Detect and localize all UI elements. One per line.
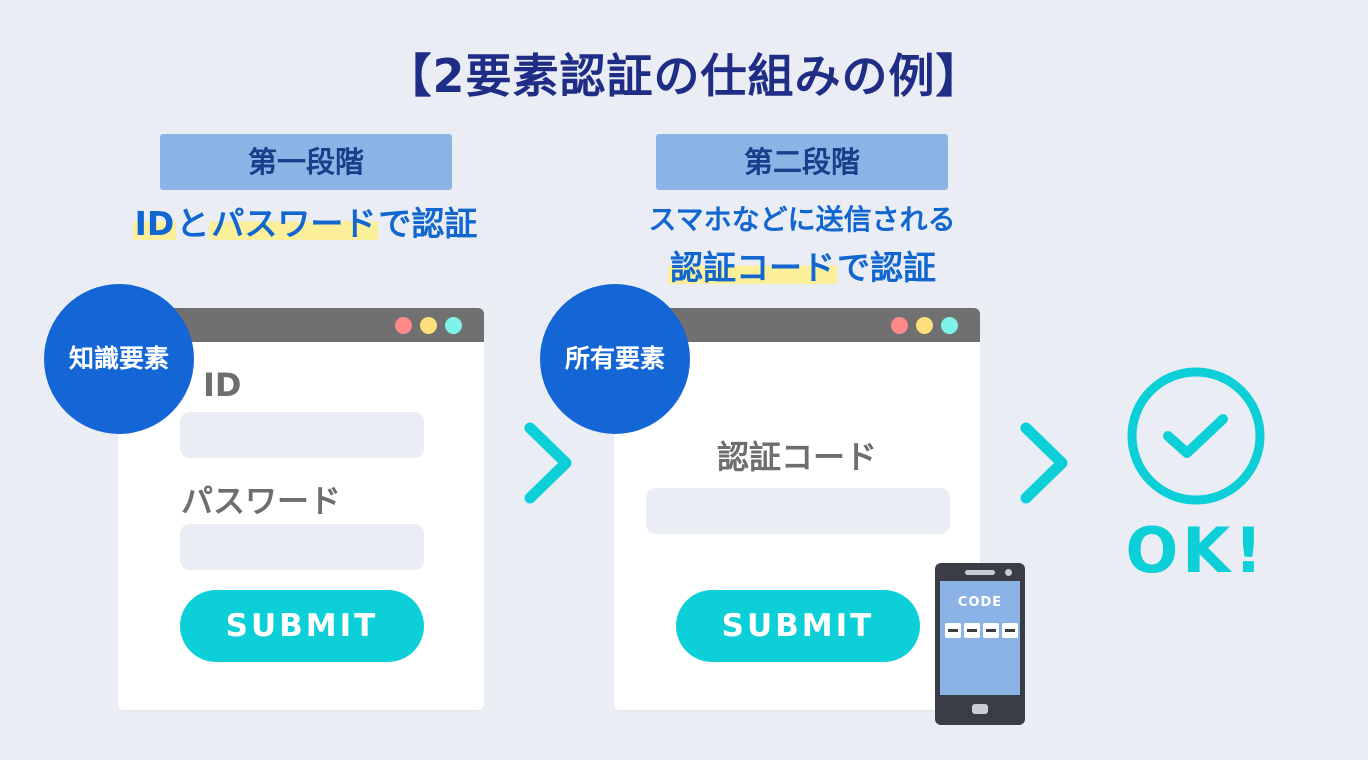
step2-submit-button[interactable]: SUBMIT: [676, 590, 920, 662]
phone-speaker: [965, 570, 995, 575]
code-digit-box: [964, 623, 980, 638]
window-minimize-dot-icon: [916, 317, 933, 334]
phone-code-label: CODE: [957, 595, 1003, 610]
code-digit-box: [945, 623, 961, 638]
step2-caption-line1: スマホなどに送信される: [648, 203, 956, 236]
step1-caption-to: と: [176, 204, 210, 243]
window-close-dot-icon: [891, 317, 908, 334]
code-label: 認証コード: [716, 438, 877, 476]
id-input[interactable]: [180, 412, 424, 458]
code-input[interactable]: [646, 488, 950, 534]
check-circle-icon: [1127, 367, 1265, 505]
phone-camera: [1005, 569, 1012, 576]
step1-caption-auth: で認証: [378, 204, 478, 243]
page-title: 【2要素認証の仕組みの例】: [385, 49, 983, 103]
ok-label: OK!: [1125, 514, 1267, 587]
phone-screen: CODE: [940, 581, 1020, 695]
window-minimize-dot-icon: [420, 317, 437, 334]
step2-caption-auth: で認証: [837, 248, 936, 287]
step1-caption-password: パスワード: [209, 204, 379, 243]
step1-caption-id: ID: [132, 204, 177, 243]
phone-home-button: [972, 704, 988, 714]
id-label: ID: [203, 366, 242, 404]
knowledge-factor-badge: 知識要素: [44, 284, 194, 434]
window-maximize-dot-icon: [445, 317, 462, 334]
smartphone-icon: CODE: [935, 563, 1025, 725]
code-digit-box: [1002, 623, 1018, 638]
step2-caption-line2: 認証コードで認証: [580, 244, 1024, 292]
chevron-right-icon: [524, 422, 572, 504]
step1-pill: 第一段階: [160, 134, 452, 190]
chevron-right-icon: [1020, 422, 1068, 504]
code-digit-box: [983, 623, 999, 638]
password-label: パスワード: [181, 482, 342, 520]
window-maximize-dot-icon: [941, 317, 958, 334]
possession-factor-badge: 所有要素: [540, 284, 690, 434]
window-close-dot-icon: [395, 317, 412, 334]
step1-caption: IDとパスワードで認証: [60, 200, 550, 248]
step2-pill: 第二段階: [656, 134, 948, 190]
step2-caption-code: 認証コード: [668, 248, 837, 287]
password-input[interactable]: [180, 524, 424, 570]
step1-submit-button[interactable]: SUBMIT: [180, 590, 424, 662]
